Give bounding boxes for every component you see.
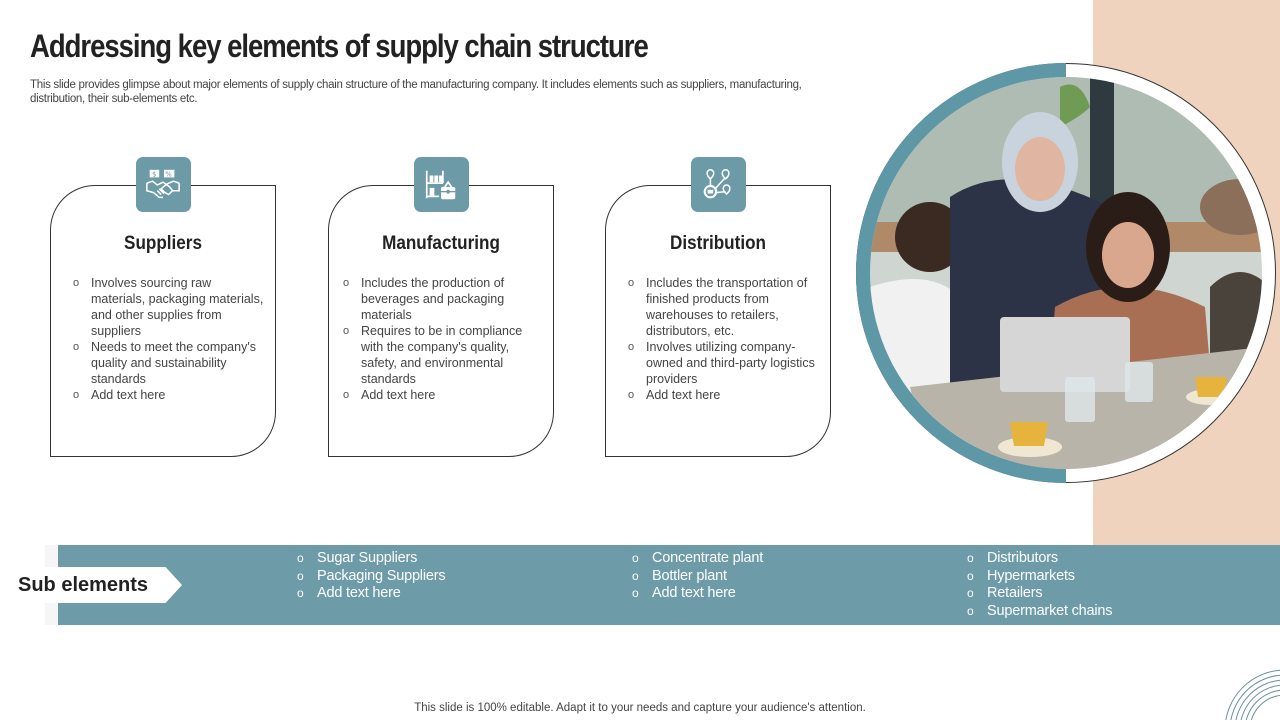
- card-bullet-list: Includes the transportation of finished …: [628, 275, 820, 403]
- sub-element-item: Hypermarkets: [967, 568, 1112, 586]
- svg-text:$: $: [152, 170, 156, 178]
- photo-frame: [856, 63, 1276, 483]
- card-bullet-list: Includes the production of beverages and…: [343, 275, 543, 403]
- bullet-item: Includes the transportation of finished …: [628, 275, 820, 339]
- sub-elements-label: Sub elements: [18, 574, 149, 596]
- bullet-item: Involves utilizing company-owned and thi…: [628, 339, 820, 387]
- page-title: Addressing key elements of supply chain …: [30, 28, 649, 64]
- sub-element-item: Bottler plant: [632, 568, 763, 586]
- decorative-arcs-icon: [1225, 669, 1280, 720]
- sub-elements-suppliers: Sugar Suppliers Packaging Suppliers Add …: [297, 550, 446, 603]
- bullet-item: Add text here: [73, 387, 265, 403]
- sub-element-item: Add text here: [632, 585, 763, 603]
- card-manufacturing: Manufacturing Includes the production of…: [328, 157, 554, 457]
- sub-elements-manufacturing: Concentrate plant Bottler plant Add text…: [632, 550, 763, 603]
- distribution-network-icon: [690, 157, 746, 212]
- card-bullet-list: Involves sourcing raw materials, packagi…: [73, 275, 265, 403]
- card-title: Suppliers: [124, 233, 202, 254]
- bullet-item: Add text here: [343, 387, 543, 403]
- sub-element-item: Add text here: [297, 585, 445, 603]
- card-title: Distribution: [670, 233, 766, 254]
- bullet-item: Includes the production of beverages and…: [343, 275, 543, 323]
- sub-element-item: Retailers: [967, 585, 1112, 603]
- page-subtitle: This slide provides glimpse about major …: [30, 79, 802, 105]
- card-suppliers: $ % Suppliers Involves sourcing raw mate…: [50, 157, 276, 457]
- bullet-item: Involves sourcing raw materials, packagi…: [73, 275, 265, 339]
- sub-elements-distribution: Distributors Hypermarkets Retailers Supe…: [967, 550, 1113, 621]
- sub-element-item: Distributors: [967, 550, 1112, 568]
- footer-note: This slide is 100% editable. Adapt it to…: [414, 702, 866, 714]
- sub-element-item: Supermarket chains: [967, 603, 1113, 621]
- card-distribution: Distribution Includes the transportation…: [605, 157, 831, 457]
- warehouse-icon: [413, 157, 469, 212]
- sub-elements-label-arrow: [45, 567, 182, 603]
- sub-element-item: Sugar Suppliers: [297, 550, 445, 568]
- svg-text:%: %: [165, 170, 171, 178]
- sub-element-item: Packaging Suppliers: [297, 568, 446, 586]
- bullet-item: Add text here: [628, 387, 820, 403]
- bullet-item: Requires to be in compliance with the co…: [343, 323, 543, 387]
- bullet-item: Needs to meet the company's quality and …: [73, 339, 265, 387]
- team-meeting-photo: [870, 77, 1262, 469]
- handshake-icon: $ %: [135, 157, 191, 212]
- card-title: Manufacturing: [382, 233, 500, 254]
- sub-element-item: Concentrate plant: [632, 550, 763, 568]
